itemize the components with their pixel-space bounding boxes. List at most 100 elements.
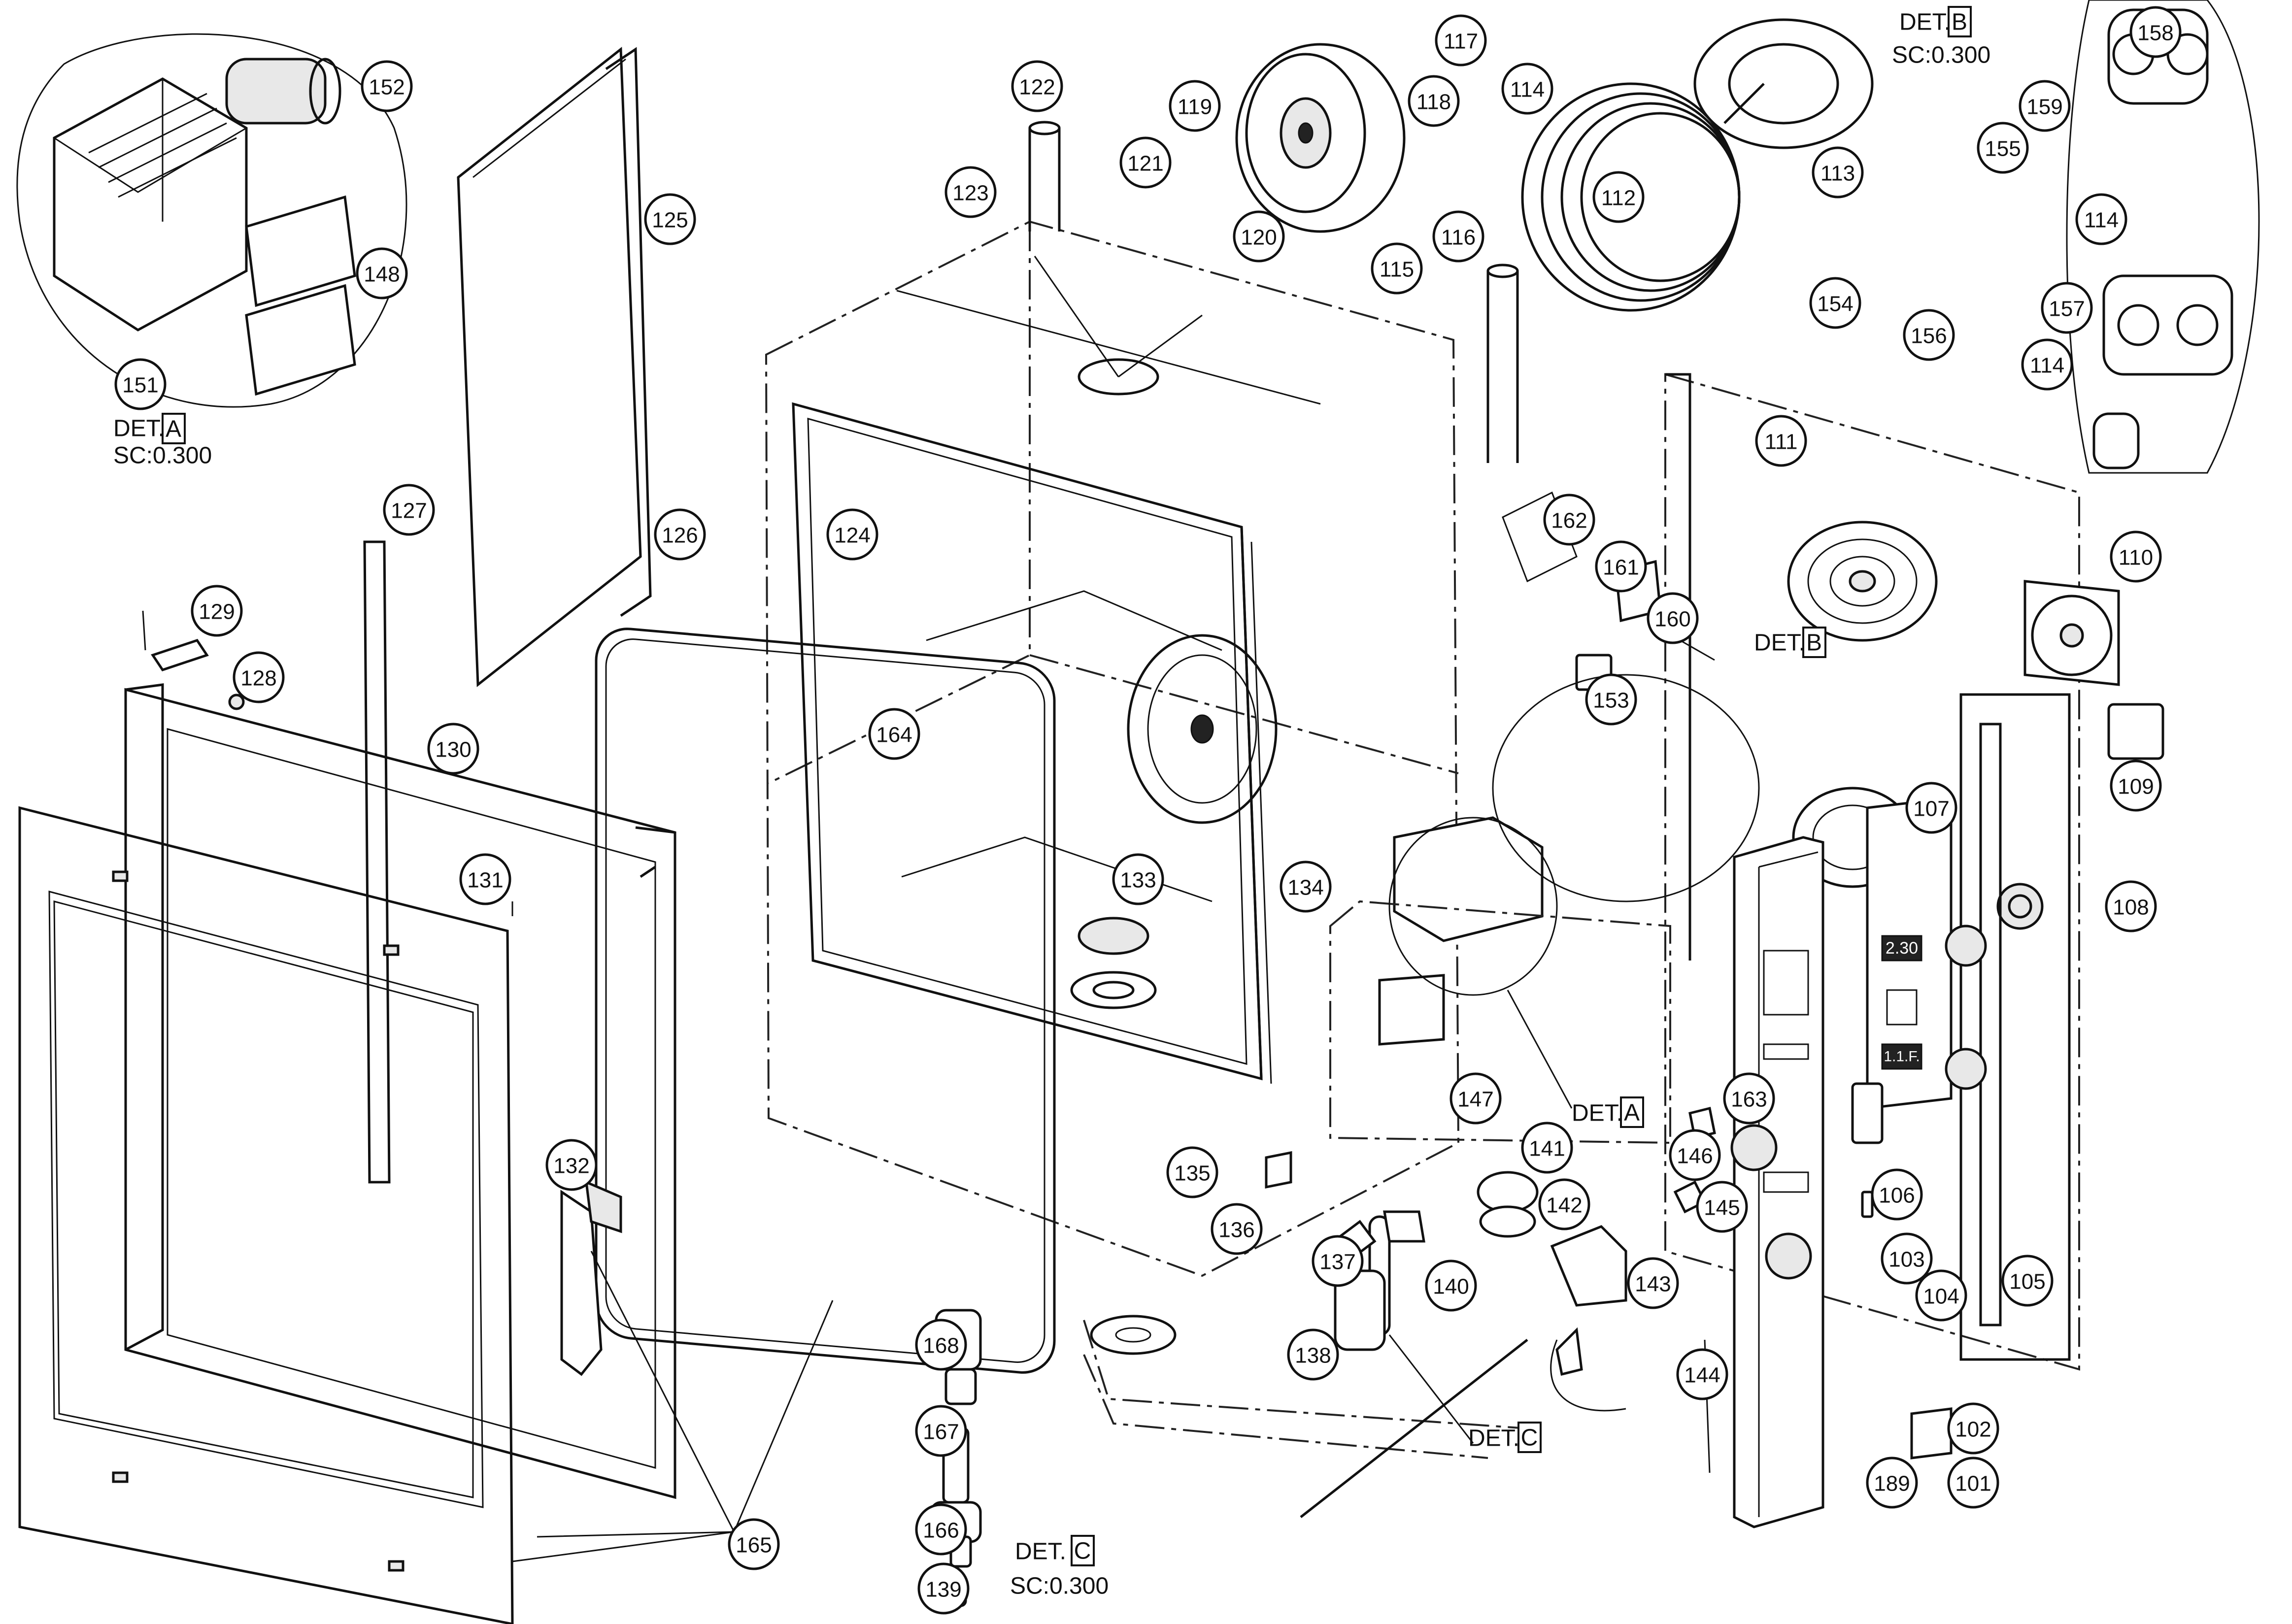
callout-circle <box>915 1319 967 1371</box>
callout-circle <box>1676 1348 1728 1400</box>
callout-number: 120 <box>1241 226 1277 250</box>
callout-number: 103 <box>1888 1248 1924 1272</box>
callout-circle <box>1866 1457 1918 1509</box>
callout-108: 108 <box>2105 880 2157 932</box>
callout-135: 135 <box>1166 1146 1218 1198</box>
callout-123: 123 <box>944 166 997 218</box>
callout-number: 132 <box>553 1154 589 1178</box>
callout-167: 167 <box>915 1405 967 1457</box>
detail-a-label: DET. A SC:0.300 <box>113 413 212 469</box>
callout-circle <box>1977 122 2029 174</box>
detail-c-scale: SC:0.300 <box>1010 1573 1109 1599</box>
ref-det-c: DET. C <box>1468 1422 1542 1453</box>
detail-circle-b <box>1492 674 1760 902</box>
callout-number: 164 <box>876 723 912 747</box>
cavity-fan <box>1127 634 1278 824</box>
callout-circle <box>1905 782 1957 834</box>
callout-number: 139 <box>925 1578 961 1602</box>
callout-number: 159 <box>2026 95 2062 119</box>
callout-number: 126 <box>662 524 698 548</box>
callout-circle <box>1585 673 1637 726</box>
callout-106: 106 <box>1871 1168 1923 1221</box>
callout-number: 138 <box>1295 1344 1331 1368</box>
callout-159: 159 <box>2019 80 2071 132</box>
ref-det-c-prefix: DET. <box>1468 1425 1519 1452</box>
callout-146: 146 <box>1669 1129 1721 1181</box>
callout-circle <box>1435 14 1487 66</box>
callout-circle <box>1538 1178 1590 1230</box>
callout-131: 131 <box>459 853 511 905</box>
callout-circle <box>1166 1146 1218 1198</box>
ref-det-b: DET. B <box>1754 627 1826 658</box>
leader-lines <box>511 639 1715 1562</box>
callout-156: 156 <box>1903 309 1955 361</box>
callout-144: 144 <box>1676 1348 1728 1400</box>
callout-circle <box>1669 1129 1721 1181</box>
callout-number: 123 <box>952 181 988 205</box>
callout-138: 138 <box>1287 1328 1339 1381</box>
callout-circle <box>1112 853 1164 905</box>
callout-circle <box>826 508 878 561</box>
callout-circle <box>2110 760 2162 812</box>
callout-168: 168 <box>915 1319 967 1371</box>
callout-circle <box>654 508 706 561</box>
callout-number: 167 <box>923 1420 959 1444</box>
ref-det-b-prefix: DET. <box>1754 630 1805 656</box>
callout-number: 105 <box>2009 1270 2045 1294</box>
back-panel <box>1664 373 2080 1371</box>
callout-134: 134 <box>1280 861 1332 913</box>
callout-114: 114 <box>2075 193 2127 245</box>
callout-121: 121 <box>1119 136 1172 189</box>
callout-number: 146 <box>1677 1144 1713 1168</box>
callout-number: 153 <box>1593 689 1629 713</box>
callout-140: 140 <box>1425 1259 1477 1312</box>
callout-circle <box>1812 146 1864 199</box>
callout-102: 102 <box>1947 1402 1999 1455</box>
callout-circle <box>1871 1168 1923 1221</box>
cooling-fan <box>2023 580 2120 686</box>
callout-120: 120 <box>1233 210 1285 263</box>
callout-145: 145 <box>1696 1181 1748 1233</box>
callout-circle <box>356 247 408 299</box>
callout-number: 112 <box>1601 186 1636 210</box>
callout-circle <box>2110 530 2162 583</box>
contactor-assembly <box>53 58 341 331</box>
callout-number: 107 <box>1913 797 1949 821</box>
callout-128: 128 <box>233 651 285 703</box>
callout-number: 147 <box>1457 1088 1493 1112</box>
callout-122: 122 <box>1011 60 1063 112</box>
callout-number: 168 <box>923 1334 959 1358</box>
callout-148: 148 <box>356 247 408 299</box>
callout-circle <box>944 166 997 218</box>
callout-number: 161 <box>1603 556 1639 580</box>
callout-number: 128 <box>240 666 276 691</box>
callout-circle <box>1755 415 1807 467</box>
callout-number: 135 <box>1174 1161 1210 1186</box>
callout-circle <box>915 1503 967 1556</box>
callout-number: 127 <box>391 499 427 523</box>
callout-number: 136 <box>1218 1218 1254 1242</box>
callout-circle <box>1211 1203 1263 1255</box>
callout-110: 110 <box>2110 530 2162 583</box>
callout-circle <box>1287 1328 1339 1381</box>
detail-b-letter: B <box>1952 9 1967 35</box>
callout-number: 122 <box>1019 75 1055 99</box>
callout-number: 115 <box>1380 258 1414 282</box>
drain-pipe <box>1083 1315 1528 1518</box>
callout-circle <box>2019 80 2071 132</box>
callout-155: 155 <box>1977 122 2029 174</box>
callout-circle <box>1501 63 1553 115</box>
ref-det-c-letter: C <box>1521 1425 1538 1451</box>
callout-circle <box>728 1518 780 1570</box>
door-gasket <box>595 628 1056 1374</box>
detail-b-scale: SC:0.300 <box>1892 42 1990 68</box>
heating-element <box>1521 82 1741 312</box>
detail-a-outline <box>16 33 407 408</box>
detail-circle-a <box>1388 817 1558 996</box>
callout-157: 157 <box>2041 282 2093 334</box>
callout-circle <box>644 193 696 245</box>
callout-number: 160 <box>1654 607 1690 631</box>
callout-number: 134 <box>1287 876 1323 900</box>
callout-circle <box>1881 1232 1933 1285</box>
callout-number: 166 <box>923 1519 959 1543</box>
